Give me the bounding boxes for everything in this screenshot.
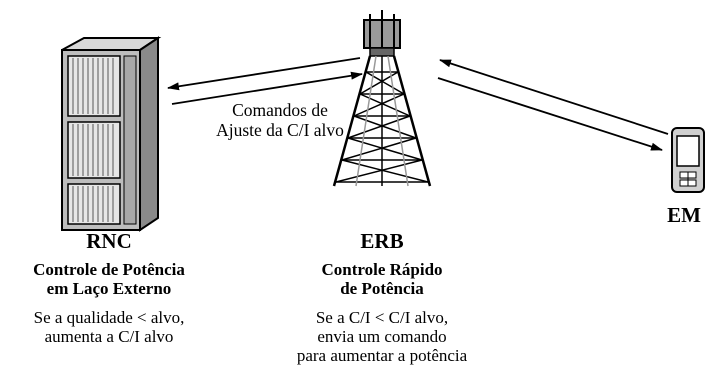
rnc-role-line1: Controle de Potência	[33, 259, 185, 279]
erb-role-line2: de Potência	[340, 278, 424, 298]
rnc-cabinet-icon	[61, 36, 162, 232]
rnc-role-line2: em Laço Externo	[46, 278, 172, 298]
rnc-caption: RNC Controle de Potência em Laço Externo…	[0, 229, 218, 346]
link-label-line1: Comandos de	[232, 100, 328, 120]
erb-tower-icon	[332, 10, 432, 187]
em-handset-icon	[671, 127, 705, 193]
erb-role-line1: Controle Rápido	[321, 259, 443, 279]
arrow-erb-to-rnc	[167, 57, 361, 91]
arrow-erb-to-em	[437, 77, 663, 151]
link-label-line2: Ajuste da C/I alvo	[216, 120, 344, 141]
rnc-rule-line1: Se a qualidade < alvo,	[33, 307, 185, 327]
erb-rule-line3: para aumentar a potência	[296, 345, 468, 365]
erb-caption: ERB Controle Rápido de Potência Se a C/I…	[280, 229, 484, 365]
rnc-rule-line2: aumenta a C/I alvo	[44, 326, 174, 346]
erb-rule-line1: Se a C/I < C/I alvo,	[315, 307, 449, 327]
rnc-title: RNC	[86, 229, 132, 253]
erb-rule-line2: envia um comando	[317, 326, 447, 346]
arrow-em-to-erb	[439, 59, 669, 135]
link-label: Comandos de Ajuste da C/I alvo	[180, 100, 380, 140]
em-title: EM	[667, 203, 701, 227]
arrow-rnc-to-erb	[171, 71, 363, 105]
erb-title: ERB	[360, 229, 404, 253]
